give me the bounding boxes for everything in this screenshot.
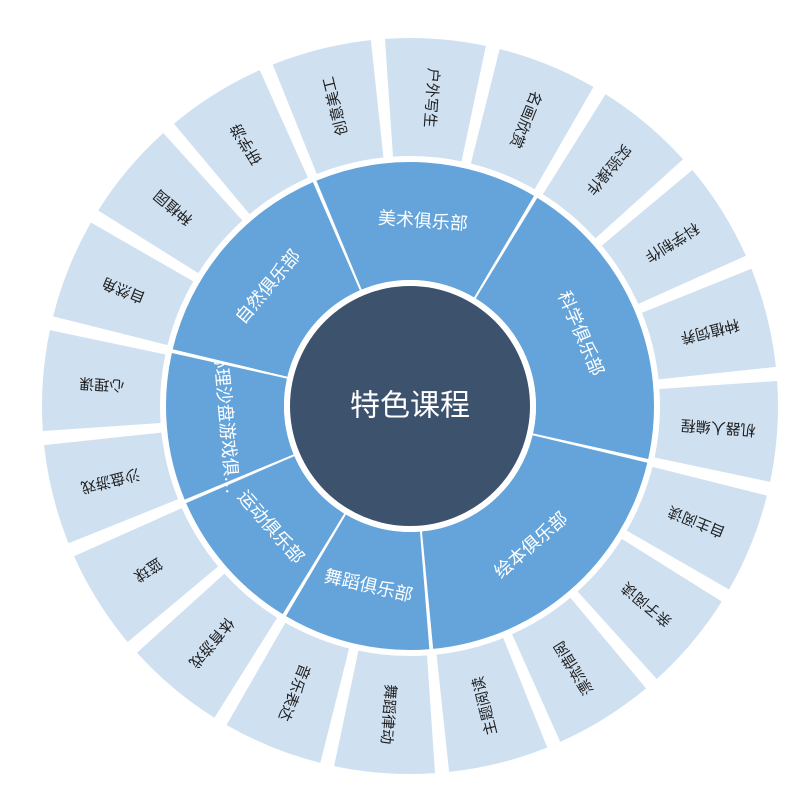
club-4-item-1-sector [74,508,219,643]
club-6-sector [172,182,360,377]
club-0-sector [316,162,535,298]
club-1-item-0-sector [542,94,684,239]
club-0-item-2-sector [470,49,594,190]
club-1-item-3-label: 机器人编程 [680,416,756,439]
club-2-item-1-sector [577,538,722,680]
club-6-item-1-sector [98,132,243,274]
club-4-sector [186,456,345,615]
club-6-item-2-sector [173,70,308,215]
club-6-item-0-sector [53,222,194,346]
center-circle [290,286,530,526]
club-1-item-2-sector [641,268,776,380]
center-label: 特色课程 [350,389,470,424]
club-0-item-1-sector [384,38,486,162]
club-5-item-1-label: 心理课 [79,374,125,395]
club-1-item-3-sector [654,380,778,482]
center-separator [284,280,536,532]
club-2-item-2-sector [512,597,647,742]
club-3-sector [285,514,430,650]
club-1-sector [475,197,654,460]
club-3-item-1-sector [226,622,350,763]
club-3-item-0-sector [334,650,436,774]
club-4-item-0-sector [136,573,278,718]
club-3-item-0-label: 舞蹈律动 [377,684,399,745]
club-5-item-0-sector [44,432,179,544]
club-2-item-3-sector [436,637,548,772]
club-0-item-1-label: 户外写生 [420,67,442,128]
club-0-item-0-sector [272,40,384,175]
club-2-item-0-sector [626,466,767,590]
club-1-item-1-sector [601,169,746,304]
club-5-item-1-sector [42,330,166,432]
center-group: 特色课程 [284,280,536,532]
outer-ring: 创意美工户外写生名画欣赏实验操作科学制作种植饲养机器人编程自主阅读亲子阅读漂流借… [42,38,778,774]
club-2-sector [421,435,648,649]
club-5-sector [166,352,294,500]
